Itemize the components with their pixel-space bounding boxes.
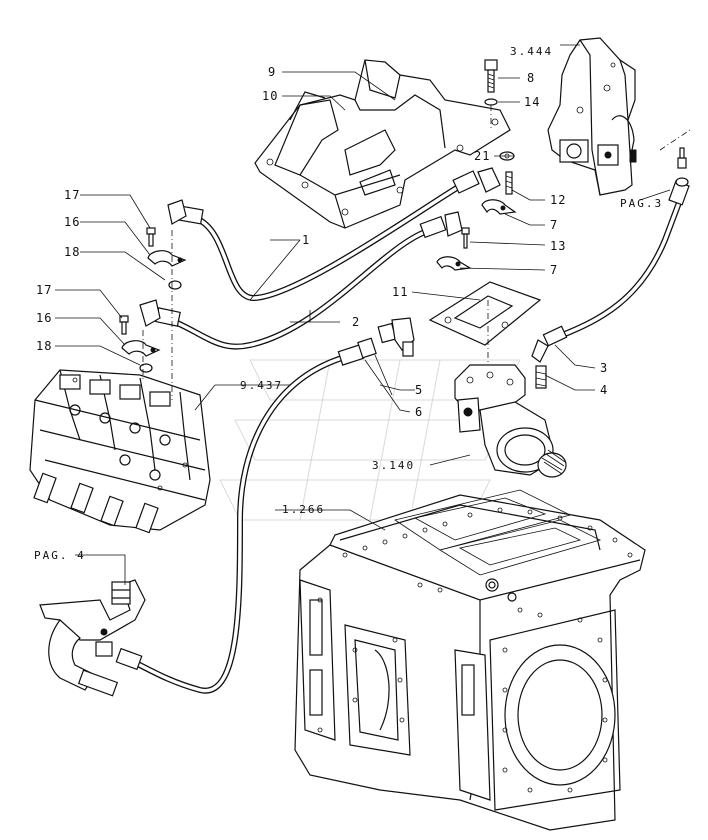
cover-plate-assembly — [254, 59, 511, 229]
bolt-8 — [484, 59, 498, 93]
label-2: 2 — [352, 315, 360, 329]
label-3444: 3.444 — [510, 45, 553, 58]
label-1266: 1.266 — [282, 503, 325, 516]
stud-12 — [505, 171, 513, 195]
gasket-11 — [428, 281, 542, 346]
label-16-lower: 16 — [36, 311, 52, 325]
label-10: 10 — [262, 89, 278, 103]
label-9437: 9.437 — [240, 379, 283, 392]
fitting-4 — [535, 365, 547, 389]
bolt-17-lower — [119, 315, 129, 335]
hose-2 — [139, 211, 463, 350]
clamp-16-lower — [121, 340, 161, 357]
part-labels: 9 10 3.444 8 14 21 12 7 13 7 11 PAG.3 1 … — [34, 45, 663, 562]
label-7-lower: 7 — [550, 263, 558, 277]
label-16-upper: 16 — [64, 215, 80, 229]
bolt-holes — [317, 507, 633, 793]
label-pag3: PAG.3 — [620, 197, 663, 210]
elbow-fitting-5 — [377, 317, 415, 357]
oring-18-lower — [139, 363, 153, 373]
oring-18-upper — [168, 280, 182, 290]
hose-1 — [167, 167, 501, 301]
leader-lines — [55, 44, 671, 585]
label-7-upper: 7 — [550, 218, 558, 232]
hose-6 — [115, 337, 377, 694]
label-pag4: PAG. 4 — [34, 549, 86, 562]
label-11: 11 — [392, 285, 408, 299]
clamp-7-lower — [436, 256, 472, 271]
bracket-3444 — [547, 37, 637, 196]
bolt-17-upper — [146, 227, 156, 247]
label-3140: 3.140 — [372, 459, 415, 472]
clamp-16-upper — [147, 250, 187, 267]
label-4: 4 — [600, 383, 608, 397]
label-14: 14 — [524, 95, 540, 109]
bolt-13 — [461, 227, 470, 249]
label-21: 21 — [474, 149, 490, 163]
label-17-lower: 17 — [36, 283, 52, 297]
washer-14 — [484, 98, 498, 106]
label-3: 3 — [600, 361, 608, 375]
label-18-lower: 18 — [36, 339, 52, 353]
clamp-7-upper — [481, 199, 517, 215]
centerline — [659, 129, 691, 151]
label-1: 1 — [302, 233, 310, 247]
label-9: 9 — [268, 65, 276, 79]
label-18-upper: 18 — [64, 245, 80, 259]
label-17-upper: 17 — [64, 188, 80, 202]
label-6: 6 — [415, 405, 423, 419]
transmission-housing-1266 — [294, 489, 646, 831]
control-valve-9437 — [29, 369, 211, 534]
label-13: 13 — [550, 239, 566, 253]
pump-assembly-3140 — [454, 364, 567, 478]
pipe-assembly-pag4 — [39, 579, 146, 697]
label-5: 5 — [415, 383, 423, 397]
label-12: 12 — [550, 193, 566, 207]
hose-3 — [531, 147, 690, 363]
label-8: 8 — [527, 71, 535, 85]
